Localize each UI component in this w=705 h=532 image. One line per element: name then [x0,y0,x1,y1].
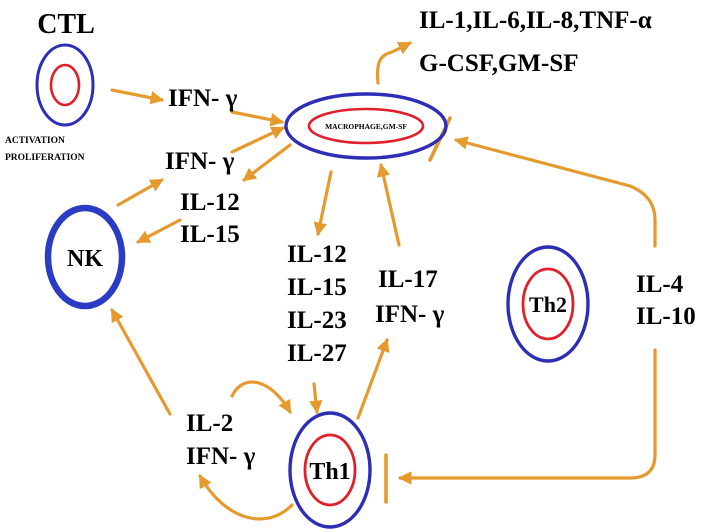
nk-cell [44,204,126,310]
th1-ifn-label: IFN- γ [375,301,445,328]
macrophage-inner-ring [307,107,425,145]
il2-label: IL-2 [186,410,233,437]
arrow-ctl-to-ifn [110,88,164,105]
th1-inner-ring [303,433,357,507]
nk-label: NK [67,246,103,272]
arrow-autocrine-top [230,380,292,414]
th2-label: Th2 [529,292,567,317]
th2-inner-ring [521,267,575,341]
macrophage-output-line2: G-CSF,GM-SF [419,50,579,77]
arrow-ifn-to-macrophage [230,110,284,127]
th1-il15-label: IL-15 [287,274,347,301]
nk-il12-label: IL-12 [180,189,240,216]
macrophage-label: MACROPHAGE,GM-SF [325,122,407,131]
th1-il12-label: IL-12 [287,241,347,268]
arrow-autocrine-bottom [198,474,294,521]
nk-ring [44,204,126,310]
il17-label: IL-17 [378,266,438,293]
arrow-th1-to-il17 [356,338,390,420]
th2-outer-ring [506,245,590,363]
arrow-nk-to-ifn [116,178,164,207]
ctl-note-proliferation: PROLIFERATION [5,153,85,163]
arrow-macrophage-to-th1-labels [313,170,333,236]
arrow-il-to-nk [136,218,182,244]
arrow-il17-to-macrophage [376,163,401,247]
th1-il27-label: IL-27 [287,340,347,367]
ctl-outer-ring [35,43,95,127]
arrow-th1-to-nk [110,308,172,416]
il4-label: IL-4 [636,271,684,298]
ctl-ifn-label: IFN- γ [168,85,238,112]
th1-label: Th1 [309,459,350,485]
autocrine-ifn-label: IFN- γ [186,443,256,470]
arrow-th2-to-macrophage [454,136,657,248]
macrophage-outer-ring [284,92,448,160]
ctl-inner-ring [49,63,81,107]
th2-cell [506,245,590,363]
ctl-title: CTL [37,9,95,40]
arrows [110,41,657,521]
arrow-macrophage-to-il12 [242,143,292,182]
arrow-macrophage-to-outputs [375,41,412,85]
nk-ifn-label: IFN- γ [165,148,235,175]
th1-il23-label: IL-23 [287,307,347,334]
macrophage-output-line1: IL-1,IL-6,IL-8,TNF-α [419,7,652,34]
th1-cell [288,411,372,529]
th1-outer-ring [288,411,372,529]
nk-il15-label: IL-15 [180,221,240,248]
ctl-cell [35,43,95,127]
arrow-ifn-to-macrophage-2 [230,126,285,154]
macrophage-cell [284,92,448,160]
il10-label: IL-10 [636,303,696,330]
arrow-th1-labels-to-th1 [309,382,323,415]
ctl-note-activation: ACTIVATION [5,136,65,146]
arrow-th2-to-th1 [397,348,657,485]
